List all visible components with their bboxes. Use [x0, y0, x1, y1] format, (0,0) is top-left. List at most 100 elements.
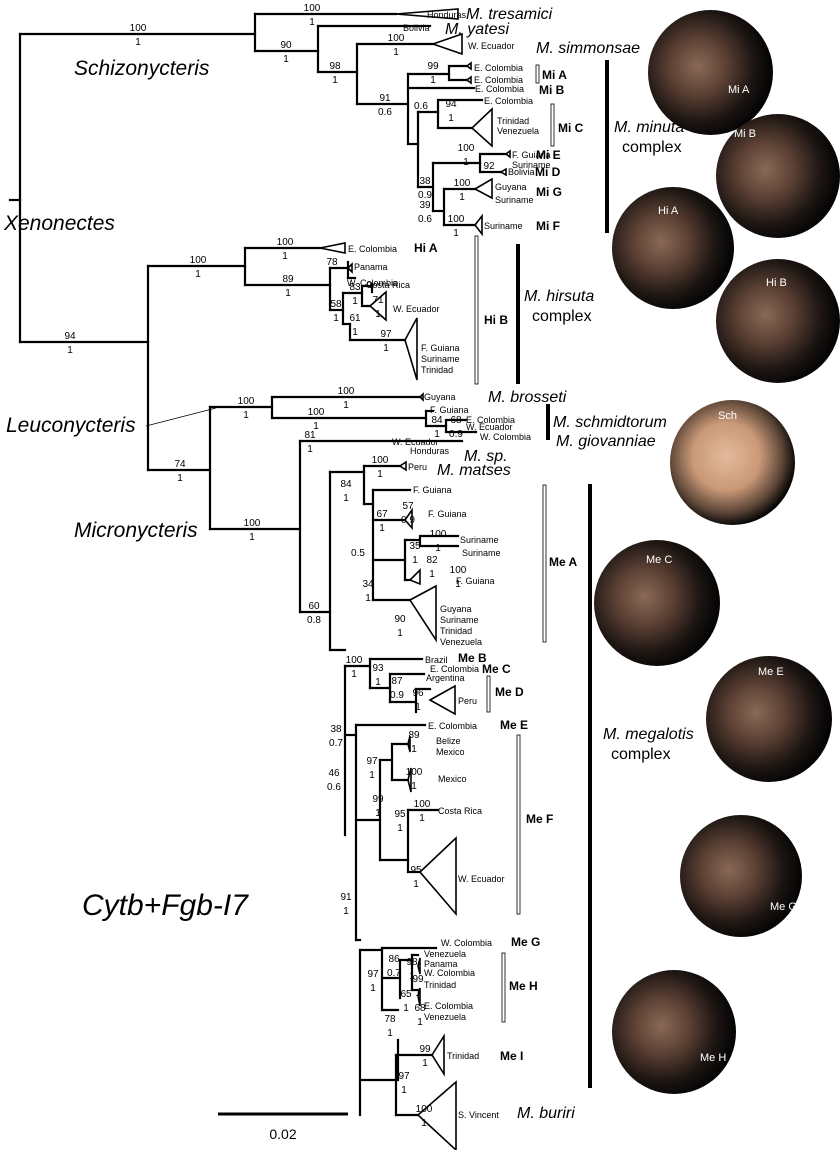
- posterior-probability: 1: [448, 113, 454, 124]
- bat-photo-me-h: Me H: [612, 970, 736, 1094]
- bootstrap-value: 100: [458, 143, 475, 154]
- posterior-probability: 0.5: [351, 548, 365, 559]
- collapsed-clade: [368, 290, 387, 322]
- tip-label: F. Guiana: [512, 150, 551, 160]
- bootstrap-value: 71: [372, 295, 384, 306]
- genus-label-leuconycteris: Leuconycteris: [6, 414, 136, 437]
- posterior-probability: 0.9: [449, 429, 463, 440]
- species-name: M. tresamici: [466, 6, 553, 23]
- collapsed-clade: [499, 167, 507, 177]
- posterior-probability: 1: [397, 628, 403, 639]
- complex-name: M. minuta: [614, 119, 684, 136]
- tip-label: W. Ecuador: [393, 304, 440, 314]
- bootstrap-value: 100: [388, 33, 405, 44]
- posterior-probability: 1: [393, 47, 399, 58]
- bootstrap-value: 100: [448, 214, 465, 225]
- posterior-probability: 1: [435, 543, 441, 554]
- bootstrap-value: 35: [409, 541, 421, 552]
- posterior-probability: 1: [352, 327, 358, 338]
- dataset-label: Cytb+Fgb-I7: [82, 889, 249, 922]
- tip-label: Mexico: [438, 774, 467, 784]
- posterior-probability: 0.9: [401, 515, 415, 526]
- photo-label: Mi A: [728, 84, 750, 96]
- tip-label: Suriname: [440, 615, 479, 625]
- posterior-probability: 1: [377, 469, 383, 480]
- bat-photo-sch: Sch: [670, 400, 795, 525]
- tree-branch: [444, 418, 478, 434]
- bootstrap-value: 97: [366, 756, 378, 767]
- species-name: M. sp.: [464, 448, 508, 465]
- clade-label: Mi D: [535, 165, 561, 179]
- tip-label: E. Colombia: [428, 721, 477, 731]
- posterior-probability: 1: [332, 75, 338, 86]
- posterior-probability: 1: [195, 269, 201, 280]
- bootstrap-value: 100: [238, 396, 255, 407]
- bootstrap-value: 100: [416, 1104, 433, 1115]
- bootstrap-value: 60: [308, 601, 320, 612]
- tree-branch: [447, 64, 469, 82]
- bootstrap-value: 94: [64, 331, 76, 342]
- posterior-probability: 1: [419, 813, 425, 824]
- tip-label: Costa Rica: [438, 806, 482, 816]
- bootstrap-value: 99: [427, 61, 439, 72]
- genus-label-schizonycteris: Schizonycteris: [74, 57, 210, 80]
- tip-label: E. Colombia: [466, 415, 515, 425]
- complex-name: M. hirsuta: [524, 288, 594, 305]
- bootstrap-value: 96: [412, 688, 424, 699]
- bootstrap-value: 39: [419, 200, 431, 211]
- complex-bar-hirsuta: [516, 244, 520, 384]
- tip-label: S. Vincent: [458, 1110, 499, 1120]
- posterior-probability: 1: [411, 781, 417, 792]
- posterior-probability: 1: [430, 75, 436, 86]
- tip-label: Belize: [436, 736, 461, 746]
- bootstrap-value: 90: [394, 614, 406, 625]
- tip-label: W. Ecuador: [466, 422, 513, 432]
- posterior-probability: 0.6: [414, 101, 428, 112]
- tip-label: Guyana: [440, 604, 472, 614]
- posterior-probability: 1: [415, 988, 421, 999]
- tip-label: E. Colombia: [475, 84, 524, 94]
- posterior-probability: 1: [397, 823, 403, 834]
- tip-label: Trinidad: [447, 1051, 479, 1061]
- bootstrap-value: 95: [410, 865, 422, 876]
- tip-label: W. Ecuador: [392, 437, 439, 447]
- collapsed-clade: [346, 262, 353, 274]
- posterior-probability: 1: [422, 1058, 428, 1069]
- tip-label: E. Colombia: [348, 244, 397, 254]
- clade-bar-hi-b: [474, 235, 479, 385]
- tip-label: Bolivia: [508, 167, 535, 177]
- bootstrap-value: 100: [190, 255, 207, 266]
- tip-label: W. Colombia: [424, 968, 475, 978]
- collapsed-clade: [504, 149, 511, 159]
- posterior-probability: 1: [412, 555, 418, 566]
- tip-label: Guyana: [424, 392, 456, 402]
- bootstrap-value: 100: [308, 407, 325, 418]
- clade-label: Me E: [500, 718, 528, 732]
- tip-label: Venezuela: [424, 1012, 466, 1022]
- posterior-probability: 1: [67, 345, 73, 356]
- bootstrap-value: 91: [340, 892, 352, 903]
- tip-label: E. Colombia: [484, 96, 533, 106]
- complex-bar-minuta: [605, 60, 609, 233]
- bootstrap-value: 84: [431, 415, 443, 426]
- bat-photo-hi-b: Hi B: [716, 259, 840, 383]
- collapsed-clade: [470, 107, 493, 148]
- posterior-probability: 1: [411, 744, 417, 755]
- photo-label: Mi B: [734, 128, 756, 140]
- photo-label: Hi B: [766, 277, 787, 289]
- species-name: M. schmidtorum: [553, 414, 667, 431]
- tip-label: F. Guiana: [428, 509, 467, 519]
- clade-label: Me C: [482, 662, 511, 676]
- tip-label: W. Ecuador: [468, 41, 515, 51]
- posterior-probability: 1: [249, 532, 255, 543]
- bootstrap-value: 94: [445, 99, 457, 110]
- complex-label: complex: [622, 139, 682, 156]
- tip-label: W. Colombia: [480, 432, 531, 442]
- tip-label: E. Colombia: [430, 664, 479, 674]
- posterior-probability: 0.6: [418, 214, 432, 225]
- bootstrap-value: 100: [372, 455, 389, 466]
- tip-label: Brazil: [425, 655, 448, 665]
- photo-label: Me E: [758, 666, 784, 678]
